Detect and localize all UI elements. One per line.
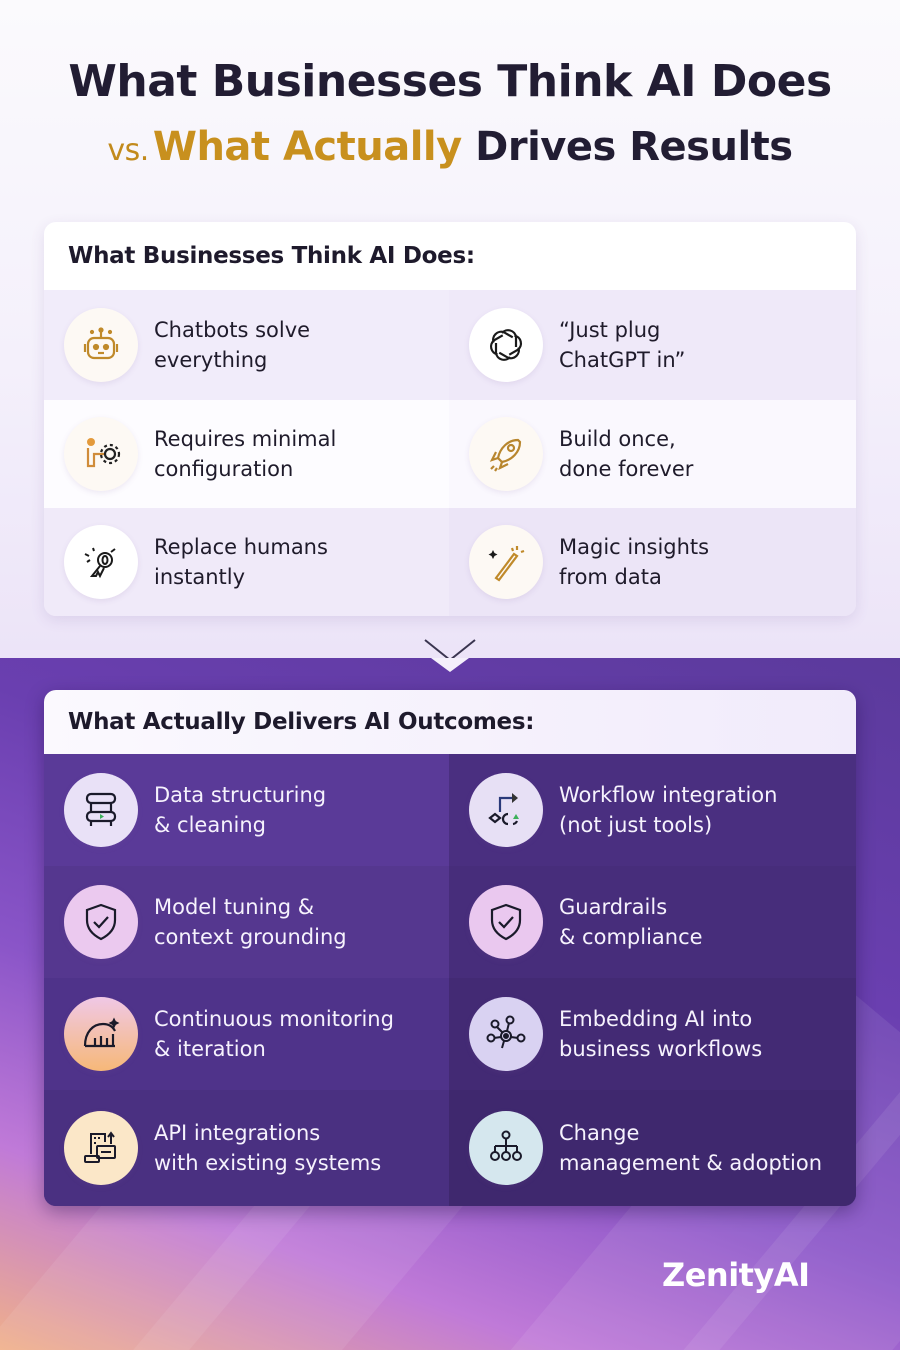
- reality-item: Embedding AI into business workflows: [449, 978, 856, 1090]
- reality-item: Guardrails & compliance: [449, 866, 856, 978]
- magic-wand-icon: [469, 525, 543, 599]
- chevron-down-icon: [424, 639, 476, 672]
- myth-label: Requires minimal configuration: [154, 427, 337, 481]
- person-gear-icon: [64, 417, 138, 491]
- reality-label: Guardrails & compliance: [559, 895, 703, 949]
- reality-label: API integrations with existing systems: [154, 1121, 382, 1175]
- rocket-icon: [469, 417, 543, 491]
- myth-label: Magic insights from data: [559, 535, 710, 589]
- reality-label: Model tuning & context grounding: [154, 895, 347, 949]
- monitoring-chart-icon: [64, 997, 138, 1071]
- myth-item: Magic insights from data: [449, 508, 856, 616]
- reality-item: Change management & adoption: [449, 1090, 856, 1206]
- shield-check-icon: [469, 885, 543, 959]
- myth-item: Chatbots solve everything: [44, 290, 449, 400]
- api-integration-icon: [64, 1111, 138, 1185]
- reality-item: Workflow integration (not just tools): [449, 754, 856, 866]
- robot-ribbon-icon: [64, 525, 138, 599]
- network-nodes-icon: [469, 997, 543, 1071]
- reality-header: What Actually Delivers AI Outcomes:: [44, 690, 856, 754]
- page-subtitle: vs.What Actually Drives Results: [0, 124, 900, 170]
- myth-label: Build once, done forever: [559, 427, 694, 481]
- myths-card: What Businesses Think AI Does: Chatbots …: [44, 222, 856, 616]
- workflow-icon: [469, 773, 543, 847]
- myth-label: Chatbots solve everything: [154, 318, 311, 372]
- myth-label: Replace humans instantly: [154, 535, 328, 589]
- reality-label: Embedding AI into business workflows: [559, 1007, 763, 1061]
- reality-label: Continuous monitoring & iteration: [154, 1007, 394, 1061]
- openai-logo-icon: [469, 308, 543, 382]
- vs-text: vs.: [107, 133, 149, 168]
- reality-item: Continuous monitoring & iteration: [44, 978, 449, 1090]
- brand-logo: ZenityAI: [662, 1256, 810, 1294]
- reality-label: Data structuring & cleaning: [154, 783, 327, 837]
- reality-card: What Actually Delivers AI Outcomes: Data…: [44, 690, 856, 1206]
- robot-icon: [64, 308, 138, 382]
- data-table-icon: [64, 773, 138, 847]
- reality-label: Workflow integration (not just tools): [559, 783, 778, 837]
- reality-item: Data structuring & cleaning: [44, 754, 449, 866]
- myth-label: “Just plug ChatGPT in”: [559, 318, 686, 372]
- reality-label: Change management & adoption: [559, 1121, 823, 1175]
- subtitle-highlight: What Actually: [152, 124, 462, 170]
- myths-header: What Businesses Think AI Does:: [44, 222, 856, 290]
- shield-check-icon: [64, 885, 138, 959]
- myth-item: Replace humans instantly: [44, 508, 449, 616]
- myth-item: Requires minimal configuration: [44, 400, 449, 508]
- myth-item: “Just plug ChatGPT in”: [449, 290, 856, 400]
- reality-item: Model tuning & context grounding: [44, 866, 449, 978]
- subtitle-rest: Drives Results: [461, 124, 793, 170]
- myth-item: Build once, done forever: [449, 400, 856, 508]
- page-title: What Businesses Think AI Does: [68, 56, 832, 107]
- org-chart-icon: [469, 1111, 543, 1185]
- reality-item: API integrations with existing systems: [44, 1090, 449, 1206]
